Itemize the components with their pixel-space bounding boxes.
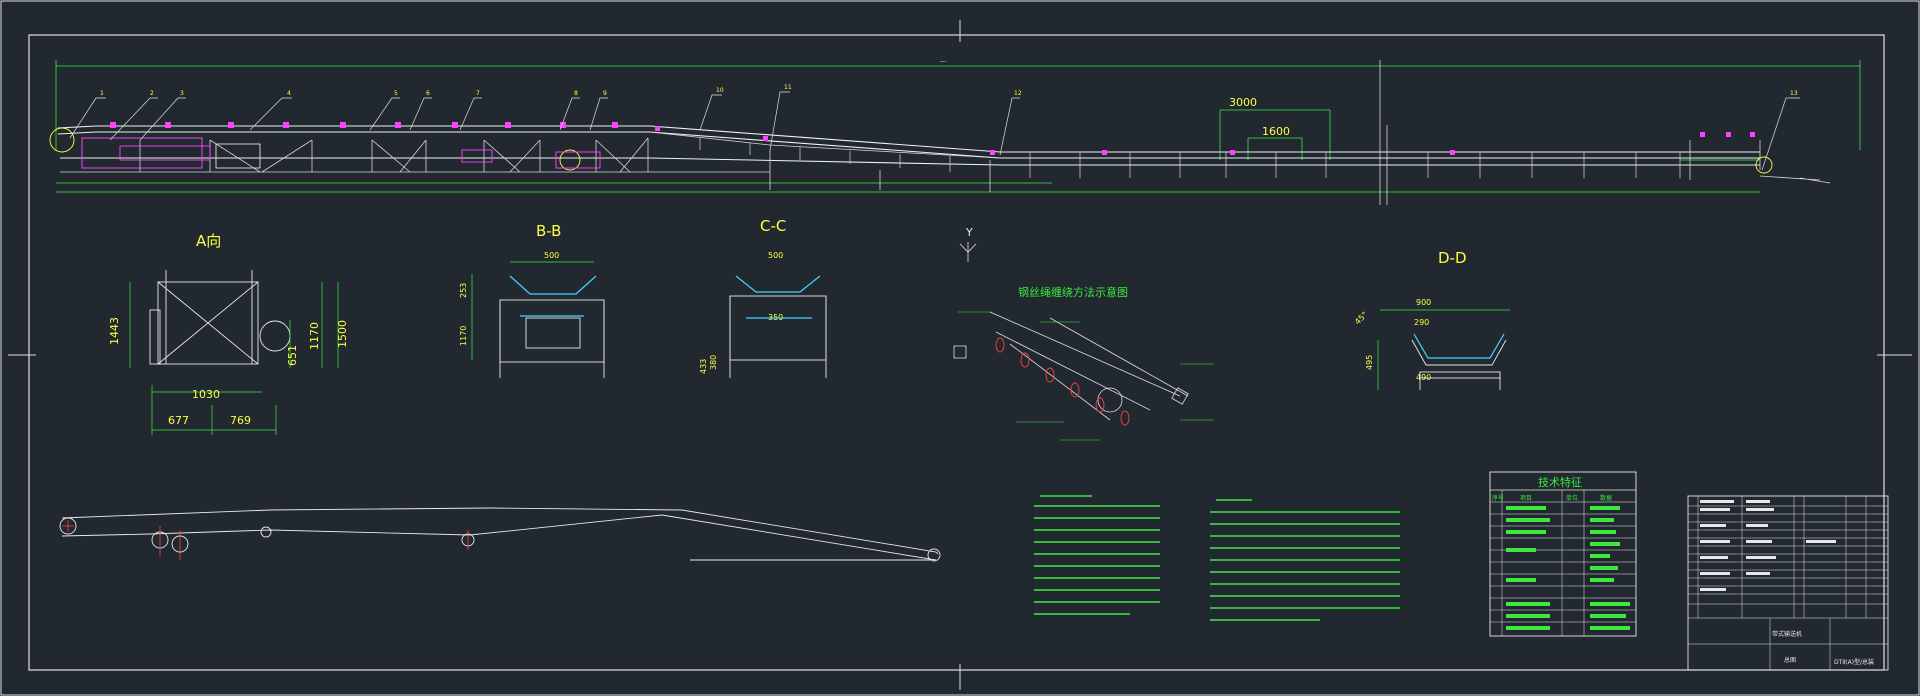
svg-text:13: 13	[1790, 90, 1798, 97]
dim-d-495: 495	[1365, 355, 1374, 370]
view-b-title: B-B	[536, 222, 561, 240]
dim-a-1443: 1443	[108, 317, 121, 345]
conveyor-elevation: --- 3000 1600	[49, 58, 1861, 205]
title-block-scale: 总图	[1784, 656, 1796, 664]
dim-3000: 3000	[1229, 96, 1257, 109]
svg-text:4: 4	[287, 90, 291, 97]
view-d-title: D-D	[1438, 249, 1467, 267]
drive-unit	[49, 127, 1773, 174]
svg-text:9: 9	[603, 90, 607, 97]
dim-b-1170: 1170	[459, 326, 468, 346]
dim-c-433: 433	[699, 359, 708, 374]
svg-text:5: 5	[394, 90, 398, 97]
dim-d-45: 45°	[1353, 310, 1369, 326]
dim-a-1500: 1500	[336, 320, 349, 348]
view-d: D-D 900 290 490 495 45°	[1353, 249, 1510, 390]
svg-text:---: ---	[940, 58, 947, 65]
dim-c-380: 380	[709, 355, 718, 370]
dim-c-500: 500	[768, 251, 783, 260]
notes-right	[1210, 499, 1400, 621]
dim-d-290: 290	[1414, 318, 1429, 327]
dim-b-253: 253	[459, 283, 468, 298]
svg-text:8: 8	[574, 90, 578, 97]
svg-text:3: 3	[180, 90, 184, 97]
dim-a-677: 677	[168, 414, 189, 427]
dim-a-651: 651	[286, 345, 299, 366]
view-a-title: A向	[196, 232, 221, 250]
param-head-item: 项目	[1520, 495, 1532, 502]
dim-a-1170: 1170	[308, 322, 321, 350]
svg-text:1: 1	[100, 90, 104, 97]
notes-left	[1034, 495, 1160, 615]
param-head-value: 数据	[1600, 494, 1612, 502]
param-head-unit: 单位	[1566, 494, 1578, 502]
dim-d-900: 900	[1416, 298, 1431, 307]
view-a: A向 1030 677 769 1443 1170 1500 651	[108, 232, 349, 435]
param-head-no: 序号	[1492, 494, 1504, 502]
svg-text:10: 10	[716, 87, 724, 94]
view-b: B-B 500 1170 253	[459, 222, 605, 378]
svg-text:6: 6	[426, 90, 430, 97]
dim-b-500: 500	[544, 251, 559, 260]
parameter-table: 技术特征 序号 项目 单位 数据	[1489, 471, 1637, 637]
dim-d-490: 490	[1416, 373, 1431, 382]
view-c: C-C 500 350 380 433	[699, 217, 827, 378]
dim-a-769: 769	[230, 414, 251, 427]
svg-text:7: 7	[476, 90, 480, 97]
belt-path-diagram	[59, 507, 941, 562]
axis-y-label: Y	[965, 226, 973, 239]
svg-text:12: 12	[1014, 90, 1022, 97]
svg-text:11: 11	[784, 84, 792, 91]
rope-diagram: 钢丝绳缠绕方法示意图 Y	[953, 226, 1214, 441]
rope-diagram-title: 钢丝绳缠绕方法示意图	[1018, 285, 1128, 299]
parameter-table-title: 技术特征	[1538, 475, 1582, 489]
dim-a-1030: 1030	[192, 388, 220, 401]
title-block-name: 带式输送机	[1772, 630, 1802, 638]
svg-text:2: 2	[150, 90, 154, 97]
title-block-code: DTⅡ(A)型/总装	[1834, 658, 1874, 666]
dim-1600: 1600	[1262, 125, 1290, 138]
view-c-title: C-C	[760, 217, 786, 235]
title-block: 带式输送机 总图 DTⅡ(A)型/总装	[1687, 495, 1889, 671]
